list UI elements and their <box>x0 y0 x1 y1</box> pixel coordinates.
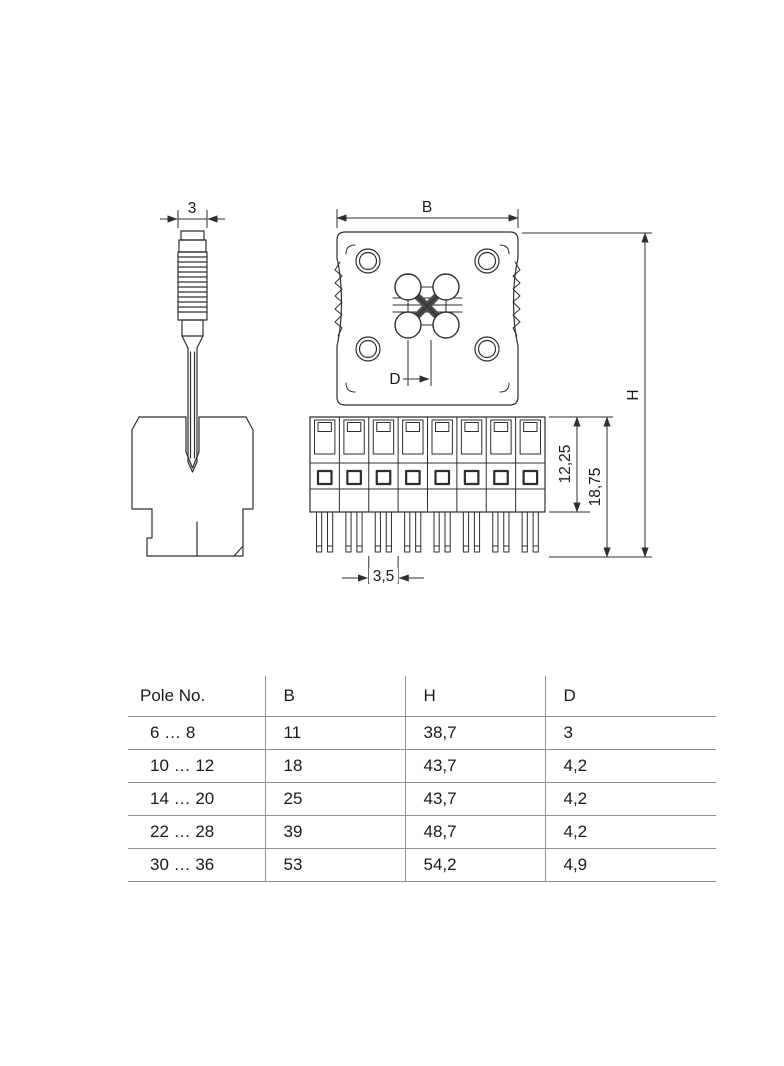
cell-h: 54,2 <box>404 848 545 882</box>
dim-pitch: 3,5 <box>342 556 424 585</box>
dim-label-lower-height: 18,75 <box>587 468 604 507</box>
tool-side-view <box>177 230 208 473</box>
cell-h: 48,7 <box>404 815 545 849</box>
table-header-row: Pole No. B H D <box>128 676 716 717</box>
column-header-pole-no: Pole No. <box>128 676 265 717</box>
table-row: 10 … 12 18 43,7 4,2 <box>128 749 716 783</box>
dim-hole-offset: D <box>389 340 432 388</box>
cell-h: 43,7 <box>404 782 545 816</box>
table-row: 22 … 28 39 48,7 4,2 <box>128 815 716 849</box>
dim-tool-width: 3 <box>160 200 225 228</box>
column-header-d: D <box>544 676 716 717</box>
cell-pole-range: 22 … 28 <box>128 815 265 849</box>
table-row: 30 … 36 53 54,2 4,9 <box>128 848 716 882</box>
cell-b: 18 <box>264 749 405 783</box>
cell-h: 38,7 <box>404 716 545 750</box>
cell-d: 4,9 <box>544 848 716 882</box>
front-view <box>309 415 546 554</box>
dim-overall-height: H <box>522 232 652 558</box>
pole-cell <box>309 416 336 553</box>
dimension-table: Pole No. B H D 6 … 8 11 38,7 3 10 … 12 1… <box>128 676 716 882</box>
housing-side-view <box>131 416 254 557</box>
dim-label-b: B <box>422 199 432 216</box>
dim-upper-height: 12,25 <box>549 416 613 513</box>
cell-pole-range: 14 … 20 <box>128 782 265 816</box>
column-header-b: B <box>264 676 405 717</box>
dim-label-pitch: 3,5 <box>373 568 395 585</box>
cell-b: 39 <box>264 815 405 849</box>
cell-h: 43,7 <box>404 749 545 783</box>
cell-d: 4,2 <box>544 815 716 849</box>
column-header-h: H <box>404 676 545 717</box>
cell-pole-range: 6 … 8 <box>128 716 265 750</box>
cell-b: 11 <box>264 716 405 750</box>
cell-d: 4,2 <box>544 782 716 816</box>
mounting-flange-top-view <box>334 231 521 406</box>
table-row: 14 … 20 25 43,7 4,2 <box>128 782 716 816</box>
cell-pole-range: 30 … 36 <box>128 848 265 882</box>
technical-drawing: 3 B <box>131 199 652 585</box>
cell-b: 53 <box>264 848 405 882</box>
cell-b: 25 <box>264 782 405 816</box>
dim-lower-height: 18,75 <box>549 416 652 558</box>
dim-label-d: D <box>389 371 400 388</box>
dim-label-h: H <box>625 389 642 400</box>
cell-d: 4,2 <box>544 749 716 783</box>
cell-pole-range: 10 … 12 <box>128 749 265 783</box>
table-row: 6 … 8 11 38,7 3 <box>128 716 716 750</box>
dim-plate-width: B <box>336 199 519 228</box>
cell-d: 3 <box>544 716 716 750</box>
dim-label-upper-height: 12,25 <box>557 445 574 484</box>
dim-label-tool-width: 3 <box>188 200 197 217</box>
